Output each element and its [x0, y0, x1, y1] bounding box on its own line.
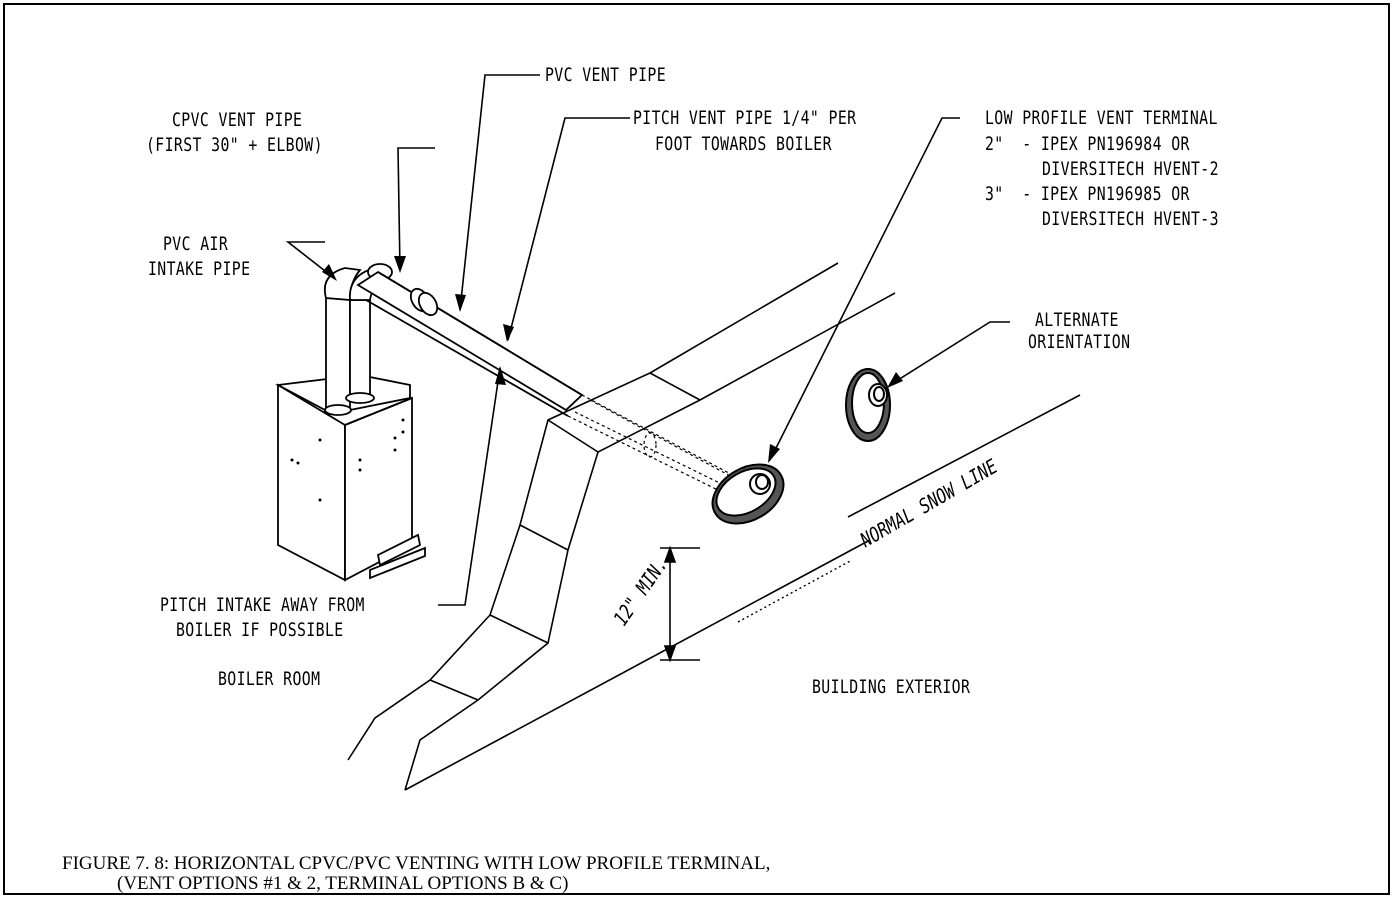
label-terminal-3a: 3" - IPEX PN196985 OR: [985, 183, 1190, 205]
figure-caption-line2: (VENT OPTIONS #1 & 2, TERMINAL OPTIONS B…: [117, 873, 569, 894]
label-terminal-2b: DIVERSITECH HVENT-2: [1042, 158, 1219, 180]
snow-line-dotted: [737, 559, 853, 623]
building-wall: [347, 262, 1081, 791]
label-pvc-air-2: INTAKE PIPE: [148, 258, 251, 280]
label-terminal-2a: 2" - IPEX PN196984 OR: [985, 133, 1190, 155]
label-terminal-title: LOW PROFILE VENT TERMINAL: [985, 107, 1218, 129]
label-pitch-intake-2: BOILER IF POSSIBLE: [176, 619, 344, 641]
label-alternate-1: ALTERNATE: [1035, 309, 1119, 331]
label-terminal-3b: DIVERSITECH HVENT-3: [1042, 208, 1219, 230]
label-alternate-2: ORIENTATION: [1028, 331, 1131, 353]
dimension-12-min: [660, 545, 700, 663]
label-boiler-room: BOILER ROOM: [218, 668, 321, 690]
vent-terminal: [711, 463, 785, 525]
label-cpvc-vent-pipe: CPVC VENT PIPE: [172, 109, 303, 131]
leader-lines: [285, 74, 1010, 606]
figure-border: [3, 3, 1390, 895]
label-building-exterior: BUILDING EXTERIOR: [812, 676, 971, 698]
label-pvc-air-1: PVC AIR: [163, 233, 229, 255]
leader-arrowheads: [322, 256, 903, 463]
label-pvc-vent-pipe: PVC VENT PIPE: [545, 64, 667, 86]
label-pitch-vent-1: PITCH VENT PIPE 1/4" PER: [633, 107, 857, 129]
hidden-pipe: [567, 394, 746, 497]
boiler-cabinet: [275, 374, 426, 582]
label-pitch-vent-2: FOOT TOWARDS BOILER: [655, 133, 832, 155]
label-pitch-intake-1: PITCH INTAKE AWAY FROM: [160, 594, 365, 616]
figure-caption-line1: FIGURE 7. 8: HORIZONTAL CPVC/PVC VENTING…: [62, 853, 771, 874]
alternate-terminal: [845, 368, 891, 442]
label-cpvc-first: (FIRST 30" + ELBOW): [146, 134, 323, 156]
